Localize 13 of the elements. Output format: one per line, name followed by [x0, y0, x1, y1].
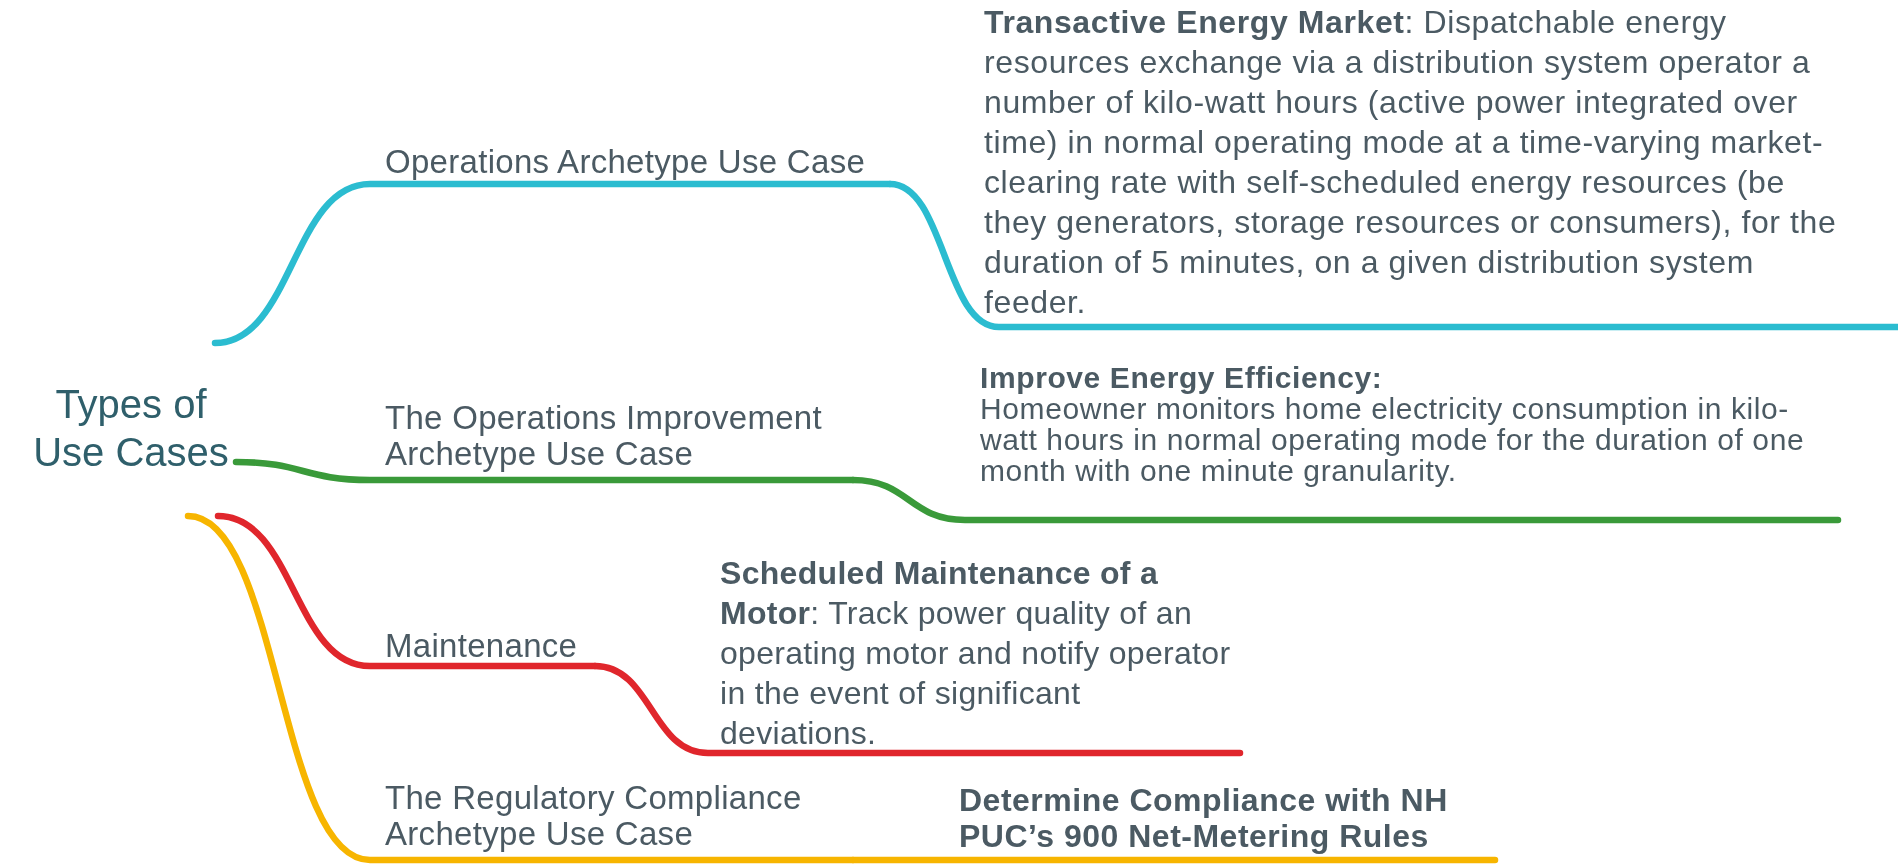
description-text: Scheduled Maintenance of a Motor: Track power quality of an operating motor and notify operator in the event of significant deviations. [720, 553, 1242, 753]
branch-line [849, 476, 1842, 524]
topic-label: Types of Use Cases [26, 340, 236, 516]
branch-label: Maintenance [385, 626, 595, 666]
description-text: Transactive Energy Market: Dispatchable energy resources exchange via a distribution system operator a number of kilo-watt hours (active power integrated over time) in normal operating mode at a time-varying market-clearing rate with self-scheduled energy resources (be they generators, storage resources or consumers), for the duration of 5 minutes, on a given distribution system feeder. [984, 2, 1844, 327]
branch-label: The Regulatory Compliance Archetype Use Case [385, 780, 855, 860]
branch-line [591, 662, 1244, 757]
branch-label: Operations Archetype Use Case [385, 142, 890, 184]
description-text: Determine Compliance with NH PUC’s 900 Net-Metering Rules [959, 782, 1499, 860]
branch-line [849, 856, 1499, 864]
branch-label: The Operations Improvement Archetype Use Case [385, 400, 853, 480]
branch-line [886, 180, 1898, 331]
description-text: Improve Energy Efficiency: Homeowner monitors home electricity consumption in kilo-watt hours in normal operating mode for the duration of one month with one minute granularity. [980, 362, 1840, 520]
